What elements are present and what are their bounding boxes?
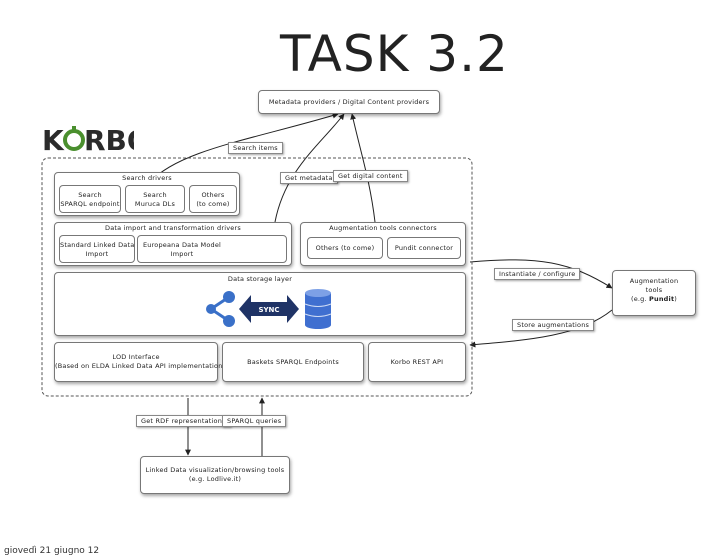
search-sparql-line1: Search: [78, 191, 102, 199]
others-search-box: Others (to come): [189, 185, 237, 213]
others-search-line1: Others: [201, 191, 225, 199]
lod-interface-subtitle: (Based on ELDA Linked Data API implement…: [55, 362, 226, 370]
others-connectors-label: Others (to come): [315, 244, 375, 252]
sync-label: SYNC: [258, 306, 279, 314]
database-icon: [304, 289, 332, 329]
augmentation-tools-line2: tools: [645, 286, 663, 294]
store-augmentations-tag: Store augmentations: [512, 319, 595, 331]
lod-interface-box: LOD Interface (Based on ELDA Linked Data…: [54, 342, 226, 382]
sync-icon: SYNC: [239, 295, 299, 323]
storage-illustration: SYNC: [206, 289, 332, 329]
std-linked-import-line1: Standard Linked Data: [60, 241, 135, 249]
get-metadata-tag: Get metadata: [280, 172, 338, 184]
svg-text:RBO: RBO: [84, 124, 134, 156]
search-sparql-line2: SPARQL endpoint: [60, 200, 120, 208]
europeana-import-line1: Europeana Data Model: [142, 241, 222, 249]
metadata-providers-label: Metadata providers / Digital Content pro…: [268, 98, 430, 106]
instantiate-configure-tag: Instantiate / configure: [494, 268, 581, 280]
get-digital-content-tag: Get digital content: [333, 170, 408, 182]
std-linked-import-box: Standard Linked Data Import: [59, 235, 135, 263]
baskets-sparql-label: Baskets SPARQL Endpoints: [247, 358, 339, 366]
search-muruca-line2: Muruca DLs: [134, 200, 176, 208]
augmentation-tools-line3: (e.g. Pundit): [613, 295, 695, 304]
lod-tools-box: Linked Data visualization/browsing tools…: [140, 456, 290, 494]
lod-tools-line2: (e.g. Lodlive.it): [188, 475, 242, 483]
lod-interface-title: LOD Interface: [112, 353, 160, 361]
korbo-rest-box: Korbo REST API: [368, 342, 466, 382]
data-storage-box: Data storage layer SYNC: [54, 272, 466, 336]
augmentation-tools-close: ): [674, 295, 678, 303]
footer-date: giovedì 21 giugno 12: [4, 546, 100, 556]
europeana-import-box: Europeana Data Model Import: [137, 235, 287, 263]
augmentation-connectors-label: Augmentation tools connectors: [329, 224, 437, 232]
augmentation-connectors-box: Augmentation tools connectors Others (to…: [300, 222, 466, 266]
sparql-queries-tag: SPARQL queries: [222, 415, 287, 427]
korbo-logo-mark: K RBO: [42, 124, 151, 157]
korbo-logo: K RBO: [42, 120, 151, 157]
others-search-line2: (to come): [196, 200, 230, 208]
augmentation-tools-eg: (e.g.: [630, 295, 650, 303]
baskets-sparql-box: Baskets SPARQL Endpoints: [222, 342, 364, 382]
search-muruca-box: Search Muruca DLs: [125, 185, 185, 213]
lod-tools-line1: Linked Data visualization/browsing tools: [145, 466, 285, 474]
import-drivers-box: Data import and transformation drivers S…: [54, 222, 292, 266]
search-drivers-label: Search drivers: [122, 174, 172, 182]
europeana-import-line2: Import: [170, 250, 194, 258]
pundit-connector-label: Pundit connector: [394, 244, 454, 252]
augmentation-tools-pundit: Pundit: [649, 295, 675, 303]
korbo-rest-label: Korbo REST API: [390, 358, 444, 366]
pundit-connector-box: Pundit connector: [387, 237, 461, 259]
std-linked-import-line2: Import: [85, 250, 109, 258]
augmentation-tools-line1: Augmentation: [629, 277, 679, 285]
others-connectors-box: Others (to come): [307, 237, 383, 259]
search-drivers-box: Search drivers Search SPARQL endpoint Se…: [54, 172, 240, 216]
data-storage-label: Data storage layer: [227, 275, 293, 283]
metadata-providers-box: Metadata providers / Digital Content pro…: [258, 90, 440, 114]
search-muruca-line1: Search: [143, 191, 167, 199]
svg-text:K: K: [42, 124, 65, 156]
search-sparql-box: Search SPARQL endpoint: [59, 185, 121, 213]
augmentation-tools-box: Augmentation tools (e.g. Pundit): [612, 270, 696, 316]
page-title: TASK 3.2: [280, 25, 509, 83]
import-drivers-label: Data import and transformation drivers: [105, 224, 241, 232]
graph-icon: [206, 291, 235, 327]
get-rdf-tag: Get RDF representations: [136, 415, 231, 427]
search-items-tag: Search items: [228, 142, 283, 154]
